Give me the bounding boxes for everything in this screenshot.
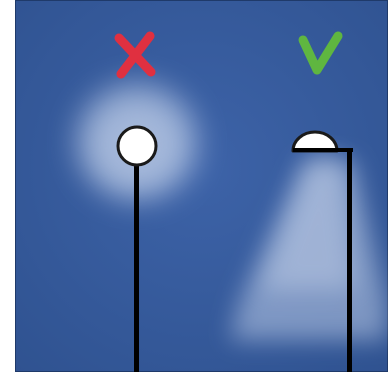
lighting-comparison-diagram [15,0,388,372]
good-lamp-arm [293,148,353,152]
bad-lamp-pole [134,164,139,372]
illustration-frame [15,0,388,372]
good-lamp-pole [347,148,352,372]
globe-lamp-icon [118,127,156,165]
